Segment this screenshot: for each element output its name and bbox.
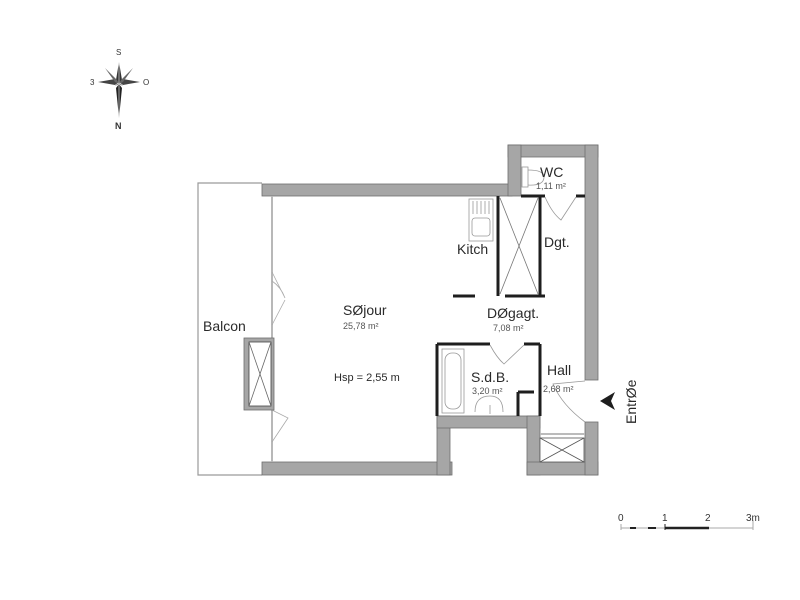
- scale-tick-2: 2: [705, 513, 711, 524]
- scale-bar: [620, 520, 754, 530]
- scale-tick-3m: 3m: [746, 513, 760, 524]
- toilet-icon: [521, 166, 545, 188]
- compass-west-label: 3: [90, 78, 95, 87]
- scale-tick-0: 0: [618, 513, 624, 524]
- compass-rose-icon: [98, 62, 140, 118]
- room-degagement-area: 7,08 m²: [493, 323, 524, 333]
- room-degagement-name: DØgagt.: [487, 305, 540, 321]
- bathtub-icon: [441, 348, 465, 414]
- wc-door-swing: [544, 196, 577, 221]
- balcony-door-swing: [271, 271, 289, 443]
- bathroom-door-swing: [489, 344, 525, 365]
- room-sejour-area: 25,78 m²: [343, 321, 379, 331]
- room-wc-name: WC: [540, 164, 564, 180]
- room-kitchen-name: Kitch: [457, 241, 489, 257]
- balcony-closet: [243, 337, 275, 411]
- closet-cross: [499, 197, 539, 295]
- compass-east-label: O: [143, 78, 150, 87]
- ceiling-height-label: Hsp = 2,55 m: [334, 372, 400, 384]
- kitchen-sink-icon: [468, 198, 494, 242]
- room-sejour-name: SØjour: [343, 302, 387, 318]
- exterior-walls: [261, 144, 599, 476]
- room-hall-area: 2,68 m²: [543, 384, 574, 394]
- balcony: [197, 182, 262, 476]
- interior-partitions: [435, 194, 585, 416]
- scale-tick-1: 1: [662, 513, 668, 524]
- hall-closet: [539, 433, 585, 463]
- room-balcon-name: Balcon: [203, 318, 246, 334]
- room-sdb-area: 3,20 m²: [472, 386, 503, 396]
- room-hall-name: Hall: [547, 362, 572, 378]
- washbasin-icon: [474, 395, 504, 414]
- compass-south-label: S: [116, 48, 122, 57]
- entrance-arrow-icon: [600, 392, 615, 410]
- room-sdb-name: S.d.B.: [471, 369, 510, 385]
- room-wc-area: 1,11 m²: [536, 181, 566, 191]
- entry-door-swing: [552, 380, 586, 423]
- room-dgt-name: Dgt.: [544, 234, 570, 250]
- compass-north-label: N: [115, 121, 122, 131]
- entrance-label: EntrØe: [623, 379, 639, 424]
